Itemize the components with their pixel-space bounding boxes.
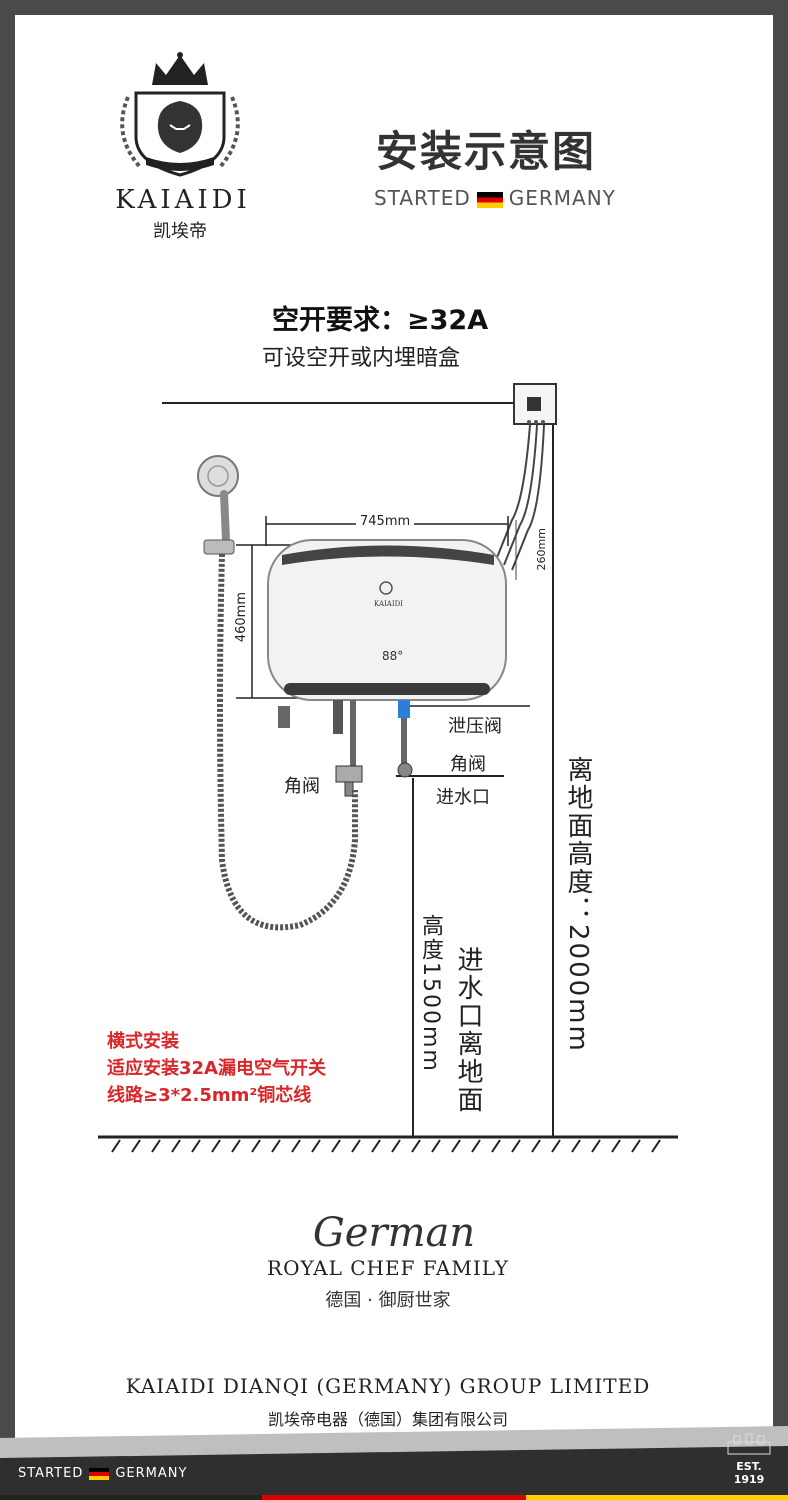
slogan-line: ROYAL CHEF FAMILY bbox=[267, 1256, 509, 1280]
brand-name-cn: 凯埃帝 bbox=[153, 221, 207, 242]
heater-display: 88° bbox=[382, 649, 404, 663]
company-en: KAIAIDI DIANQI (GERMANY) GROUP LIMITED bbox=[125, 1374, 651, 1398]
poster-card bbox=[15, 15, 773, 1450]
footer-started: STARTED bbox=[18, 1466, 84, 1481]
install-notes: 横式安装 适应安装32A漏电空气开关 线路≥3*2.5mm²铜芯线 bbox=[107, 1028, 326, 1109]
top-dimension: 260mm bbox=[535, 528, 548, 571]
started-germany-header: STARTED GERMANY bbox=[374, 186, 616, 210]
heater-brand: KAIAIDI bbox=[374, 600, 403, 608]
castle-icon bbox=[727, 1433, 771, 1455]
german-flag-icon bbox=[476, 191, 503, 208]
footer-flag-icon bbox=[89, 1467, 110, 1480]
company-cn: 凯埃帝电器（德国）集团有限公司 bbox=[267, 1410, 508, 1429]
germany-text: GERMANY bbox=[508, 186, 616, 210]
breaker-note: 可设空开或内埋暗盒 bbox=[262, 346, 461, 371]
note-line: 适应安装32A漏电空气开关 bbox=[107, 1058, 326, 1079]
angle-valve-right-label: 角阀 bbox=[450, 754, 486, 775]
footer-est: EST. 1919 bbox=[720, 1432, 778, 1486]
water-heater bbox=[267, 539, 507, 701]
shower-head-icon bbox=[197, 455, 239, 497]
slogan-script: German bbox=[312, 1210, 476, 1256]
total-height-label: 离地面高度：2000mm bbox=[563, 756, 593, 1053]
brand-logo: KAIAIDI 凯埃帝 bbox=[100, 45, 260, 245]
slogan-cn: 德国 · 御厨世家 bbox=[325, 1290, 451, 1311]
page-title: 安装示意图 bbox=[376, 127, 597, 176]
started-text: STARTED bbox=[374, 186, 471, 210]
footer-started-germany: STARTED GERMANY bbox=[18, 1466, 187, 1481]
angle-valve-left-label: 角阀 bbox=[284, 776, 320, 797]
breaker-requirement: 空开要求：≥32A bbox=[272, 305, 489, 336]
inlet-label: 进水口 bbox=[436, 787, 490, 808]
relief-valve-label: 泄压阀 bbox=[448, 716, 502, 737]
note-line: 横式安装 bbox=[107, 1031, 179, 1052]
inlet-height-value: 高度1500mm bbox=[418, 914, 443, 1073]
lion-crest-icon bbox=[120, 52, 240, 177]
height-dimension: 460mm bbox=[234, 592, 249, 643]
inlet-height-label: 进水口离地面 bbox=[453, 946, 483, 1114]
est-text: EST. 1919 bbox=[733, 1460, 765, 1486]
note-line: 线路≥3*2.5mm²铜芯线 bbox=[107, 1085, 312, 1106]
width-dimension: 745mm bbox=[356, 514, 415, 529]
footer-wedge bbox=[0, 1426, 788, 1500]
brand-name: KAIAIDI bbox=[115, 185, 251, 215]
footer-germany: GERMANY bbox=[115, 1466, 188, 1481]
